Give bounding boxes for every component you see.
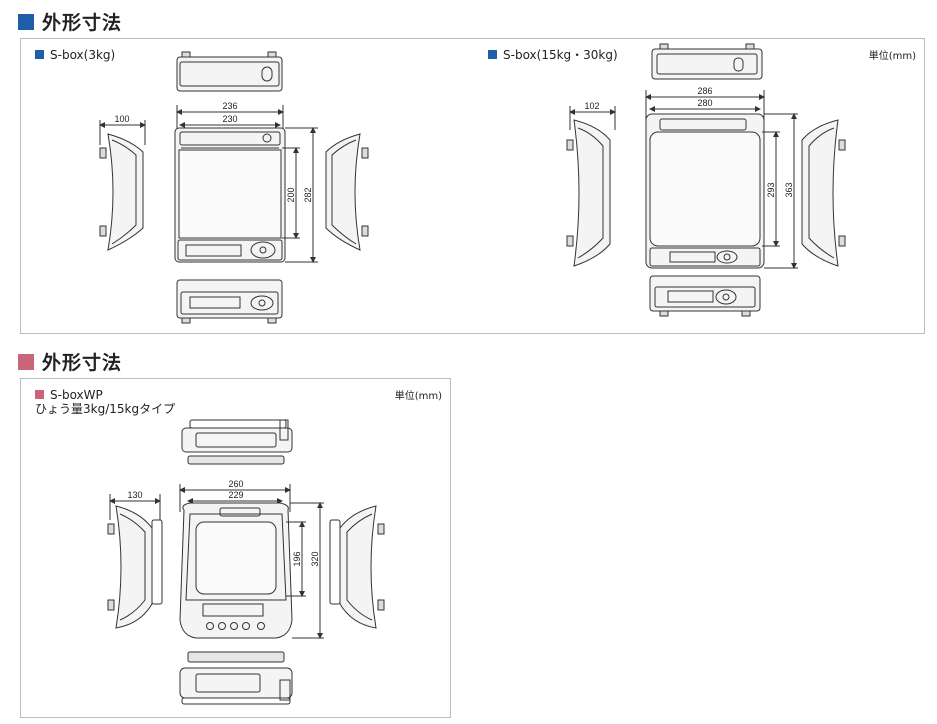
- sbox-15-30kg-left-side-view: [566, 106, 616, 267]
- dim-wp-h-inner: 196: [292, 551, 302, 566]
- dim-3kg-depth: 100: [114, 114, 129, 124]
- unit-label: 単位(mm): [394, 391, 442, 402]
- section-title-text: 外形寸法: [42, 12, 123, 34]
- dim-wp-h-outer: 320: [310, 551, 320, 566]
- dim-15-30kg-depth: 102: [584, 101, 599, 111]
- sbox-3kg-bottom-view: [176, 279, 283, 324]
- dim-3kg-h-inner: 200: [286, 187, 296, 202]
- pink-square-icon: [18, 353, 34, 370]
- blue-square-icon: [18, 13, 34, 30]
- label-sbox-3kg: S-box(3kg): [35, 48, 115, 62]
- dim-15-30kg-h-outer: 363: [784, 182, 794, 197]
- sbox-15-30kg-width-dims: [645, 90, 765, 120]
- dim-3kg-width-inner: 230: [222, 114, 237, 124]
- sbox-3kg-width-dims: [176, 105, 284, 130]
- label-sbox-15-30kg: S-box(15kg・30kg): [488, 48, 618, 62]
- sboxwp-bottom-view: [179, 651, 293, 705]
- section-title-text: 外形寸法: [42, 352, 123, 374]
- section-title-1: 外形寸法: [18, 8, 122, 35]
- label-sboxwp: S-boxWP ひょう量3kg/15kgタイプ: [35, 388, 176, 416]
- sboxwp-width-dims: [179, 484, 291, 512]
- dim-15-30kg-h-inner: 293: [766, 182, 776, 197]
- sbox-15-30kg-bottom-view: [649, 275, 761, 317]
- sboxwp-left-side-view: [107, 494, 163, 629]
- sboxwp-right-side-view: [329, 505, 385, 629]
- sbox-3kg-front-view: [174, 127, 318, 263]
- dim-3kg-width-outer: 236: [222, 101, 237, 111]
- dim-15-30kg-width-inner: 280: [697, 98, 712, 108]
- sbox-3kg-left-side-view: [99, 120, 146, 251]
- sbox-15-30kg-back-view: [651, 43, 763, 80]
- sbox-15-30kg-drawing: [566, 43, 846, 317]
- sbox-3kg-right-side-view: [325, 133, 369, 251]
- pink-bullet-icon: [35, 390, 44, 399]
- sbox-3kg-back-view: [176, 51, 283, 92]
- sboxwp-back-view: [181, 419, 293, 465]
- sbox-15-30kg-front-view: [645, 113, 798, 269]
- sboxwp-drawing: [107, 419, 385, 705]
- sboxwp-front-view: [179, 502, 324, 639]
- dim-wp-width-outer: 260: [228, 479, 243, 489]
- section-title-2: 外形寸法: [18, 348, 122, 375]
- dim-wp-width-inner: 229: [228, 490, 243, 500]
- sbox-15-30kg-right-side-view: [801, 119, 846, 267]
- unit-label: 単位(mm): [868, 51, 916, 62]
- dim-3kg-h-outer: 282: [303, 187, 313, 202]
- blue-bullet-icon: [35, 50, 44, 59]
- blue-bullet-icon: [488, 50, 497, 59]
- dim-15-30kg-width-outer: 286: [697, 86, 712, 96]
- dim-wp-depth: 130: [127, 490, 142, 500]
- sbox-3kg-drawing: [99, 51, 369, 324]
